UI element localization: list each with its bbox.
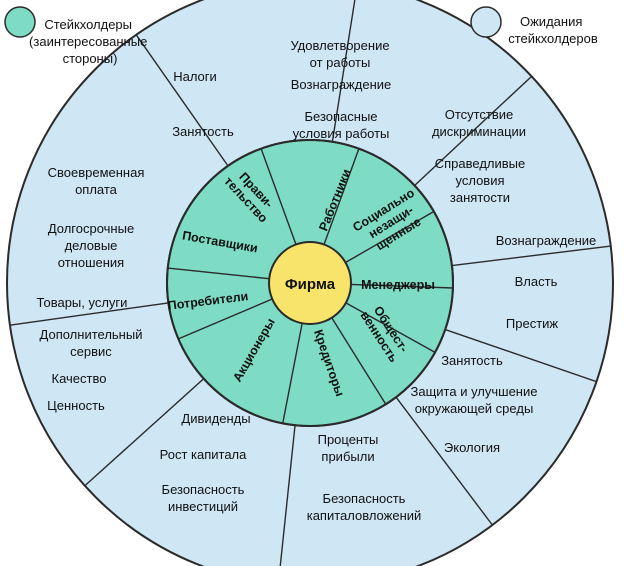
- outer-divider-line: [414, 75, 533, 186]
- inner-divider-lines: [167, 148, 453, 424]
- expectation-workers: Вознаграждение: [291, 77, 392, 92]
- outer-divider-line: [9, 302, 169, 326]
- inner-divider-line: [282, 323, 303, 424]
- expectation-shareholders: Дивиденды: [181, 411, 250, 426]
- inner-divider-line: [260, 148, 297, 245]
- outer-divider-line: [395, 396, 493, 526]
- expectation-line: Своевременная: [48, 165, 145, 180]
- expectation-consumers: Товары, услуги: [37, 295, 128, 310]
- expectation-line: Долгосрочные: [48, 221, 134, 236]
- expectation-line: деловые: [65, 238, 118, 253]
- legend-expectations: Ожидания стейкхолдеров: [470, 6, 598, 46]
- legend-line: Ожидания: [520, 14, 582, 29]
- expectation-workers: Безопасные условия работы: [293, 109, 390, 141]
- expectation-line: Удовлетворение: [290, 38, 389, 53]
- outer-divider-lines: [9, 0, 611, 566]
- expectation-line: Проценты: [318, 432, 379, 447]
- inner-divider-line: [178, 298, 273, 340]
- expectation-line: Безопасность: [162, 482, 245, 497]
- expectation-line: занятости: [450, 190, 510, 205]
- expectation-line: Вознаграждение: [496, 233, 597, 248]
- inner-divider-line: [345, 210, 435, 264]
- expectation-suppliers: Своевременная оплата: [48, 165, 145, 197]
- inner-divider-line: [331, 317, 387, 405]
- expectation-consumers: Ценность: [47, 398, 105, 413]
- expectation-line: Экология: [444, 440, 500, 455]
- expectation-line: Защита и улучшение: [411, 384, 538, 399]
- expectation-line: Товары, услуги: [37, 295, 128, 310]
- expectation-line: от работы: [310, 55, 371, 70]
- expectation-society: Экология: [444, 440, 500, 455]
- expectation-line: окружающей среды: [415, 401, 534, 416]
- stakeholder-label-line: Менеджеры: [361, 278, 435, 292]
- expectation-line: Налоги: [173, 69, 217, 84]
- expectation-line: Власть: [515, 274, 558, 289]
- expectation-line: Занятость: [441, 353, 503, 368]
- expectation-government: Занятость: [172, 124, 234, 139]
- expectation-shareholders: Безопасность инвестиций: [162, 482, 245, 514]
- expectation-creditors: Проценты прибыли: [318, 432, 379, 464]
- expectation-line: Безопасность: [323, 491, 406, 506]
- outer-divider-line: [331, 0, 356, 142]
- expectation-society: Занятость: [441, 353, 503, 368]
- expectation-consumers: Качество: [52, 371, 107, 386]
- expectation-line: инвестиций: [168, 499, 238, 514]
- expectation-line: отношения: [58, 255, 124, 270]
- expectation-managers: Вознаграждение: [496, 233, 597, 248]
- stakeholder-label-managers: Менеджеры: [361, 278, 435, 292]
- expectation-line: Дивиденды: [181, 411, 250, 426]
- expectation-line: Рост капитала: [160, 447, 248, 462]
- expectation-line: сервис: [70, 344, 112, 359]
- expectation-workers: Удовлетворение от работы: [290, 38, 389, 70]
- expectation-line: Отсутствие: [445, 107, 514, 122]
- expectation-line: условия: [455, 173, 504, 188]
- expectation-line: условия работы: [293, 126, 390, 141]
- expectation-suppliers: Долгосрочные деловые отношения: [48, 221, 134, 270]
- inner-ring-edge: [166, 139, 454, 427]
- inner-divider-line: [345, 302, 436, 353]
- expectation-creditors: Безопасность капиталовложений: [307, 491, 422, 523]
- center-label: Фирма: [285, 276, 336, 293]
- legend-label-expectations: Ожидания стейкхолдеров: [508, 14, 598, 46]
- legend-line: Стейкхолдеры: [44, 17, 132, 32]
- legend-line: стейкхолдеров: [508, 31, 598, 46]
- expectation-line: Вознаграждение: [291, 77, 392, 92]
- inner-divider-line: [167, 267, 270, 280]
- expectation-line: Безопасные: [304, 109, 377, 124]
- expectation-managers: Власть: [515, 274, 558, 289]
- legend-stakeholders: Стейкхолдеры (заинтересованные стороны): [4, 6, 151, 66]
- legend-swatch-stakeholders: [4, 6, 36, 38]
- expectation-line: дискриминации: [432, 124, 526, 139]
- legend-line: (заинтересованные: [29, 34, 147, 49]
- inner-divider-line: [323, 148, 360, 245]
- expectation-consumers: Дополнительный сервис: [40, 327, 143, 359]
- expectation-socially-protected: Справедливые условия занятости: [435, 156, 526, 205]
- expectation-government: Налоги: [173, 69, 217, 84]
- expectation-line: Справедливые: [435, 156, 526, 171]
- outer-divider-line: [84, 378, 205, 487]
- expectation-line: Дополнительный: [40, 327, 143, 342]
- expectation-society: Защита и улучшение окружающей среды: [411, 384, 538, 416]
- expectation-line: Качество: [52, 371, 107, 386]
- legend-line: стороны): [63, 51, 118, 66]
- inner-divider-line: [350, 283, 453, 289]
- outer-divider-line: [444, 328, 597, 383]
- outer-divider-line: [279, 425, 296, 566]
- expectation-line: Занятость: [172, 124, 234, 139]
- outer-divider-line: [451, 245, 611, 267]
- expectation-line: Престиж: [506, 316, 559, 331]
- expectation-socially-protected: Отсутствие дискриминации: [432, 107, 526, 139]
- legend-label-stakeholders: Стейкхолдеры (заинтересованные стороны): [29, 17, 151, 66]
- expectation-shareholders: Рост капитала: [160, 447, 248, 462]
- center-circle: [268, 241, 352, 325]
- expectation-line: Ценность: [47, 398, 105, 413]
- expectation-line: прибыли: [321, 449, 374, 464]
- expectation-line: оплата: [75, 182, 118, 197]
- expectation-managers: Престиж: [506, 316, 559, 331]
- legend-swatch-expectations: [470, 6, 502, 38]
- expectation-line: капиталовложений: [307, 508, 422, 523]
- outer-divider-line: [135, 34, 229, 167]
